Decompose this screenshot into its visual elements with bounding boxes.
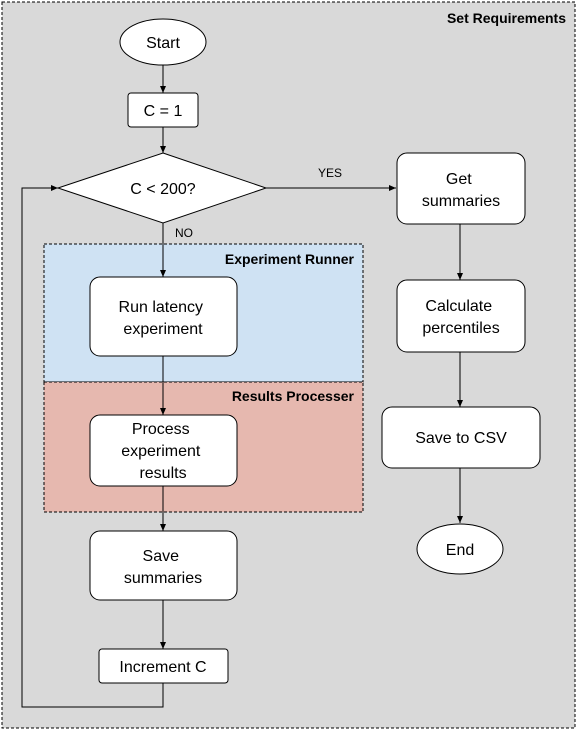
run-label-line-2: experiment	[123, 321, 203, 338]
edge-loop-back	[21, 185, 164, 708]
get-summaries-line-1: Get	[446, 171, 472, 188]
edge-label-yes: YES	[318, 166, 342, 180]
increment-label: Increment C	[119, 659, 206, 676]
save-summaries-label: Save summaries	[124, 548, 202, 587]
get-summaries-label: Get summaries	[422, 171, 500, 210]
percentiles-line-1: Calculate	[425, 298, 492, 315]
start-node	[119, 18, 207, 66]
run-label: Run latency experiment	[119, 299, 208, 338]
get-summaries-line-2: summaries	[422, 193, 500, 210]
save-summaries-line-1: Save	[143, 548, 180, 565]
process-node	[89, 414, 238, 487]
end-label: End	[446, 542, 474, 559]
init-label: C = 1	[144, 103, 183, 120]
csv-node	[381, 406, 541, 469]
decision-label: C < 200?	[130, 181, 195, 198]
process-label-line-3: results	[139, 465, 186, 482]
percentiles-node	[396, 279, 526, 353]
results-processer-title: Results Processer	[232, 388, 355, 404]
start-label: Start	[146, 35, 180, 52]
edge-label-no: NO	[175, 226, 193, 240]
percentiles-label: Calculate percentiles	[422, 298, 499, 337]
set-requirements-title: Set Requirements	[447, 10, 566, 26]
run-node	[89, 276, 238, 357]
percentiles-line-2: percentiles	[422, 320, 499, 337]
process-label: Process experiment results	[121, 421, 205, 482]
save-summaries-node	[89, 530, 238, 601]
save-summaries-line-2: summaries	[124, 570, 202, 587]
get-summaries-node	[396, 152, 526, 225]
process-label-line-1: Process	[132, 421, 190, 438]
init-node	[127, 92, 199, 128]
csv-label: Save to CSV	[415, 430, 507, 447]
increment-node	[98, 648, 229, 684]
run-label-line-1: Run latency	[119, 299, 204, 316]
decision-node	[56, 152, 268, 224]
end-node	[416, 523, 504, 575]
experiment-runner-title: Experiment Runner	[225, 251, 355, 267]
process-label-line-2: experiment	[121, 443, 201, 460]
